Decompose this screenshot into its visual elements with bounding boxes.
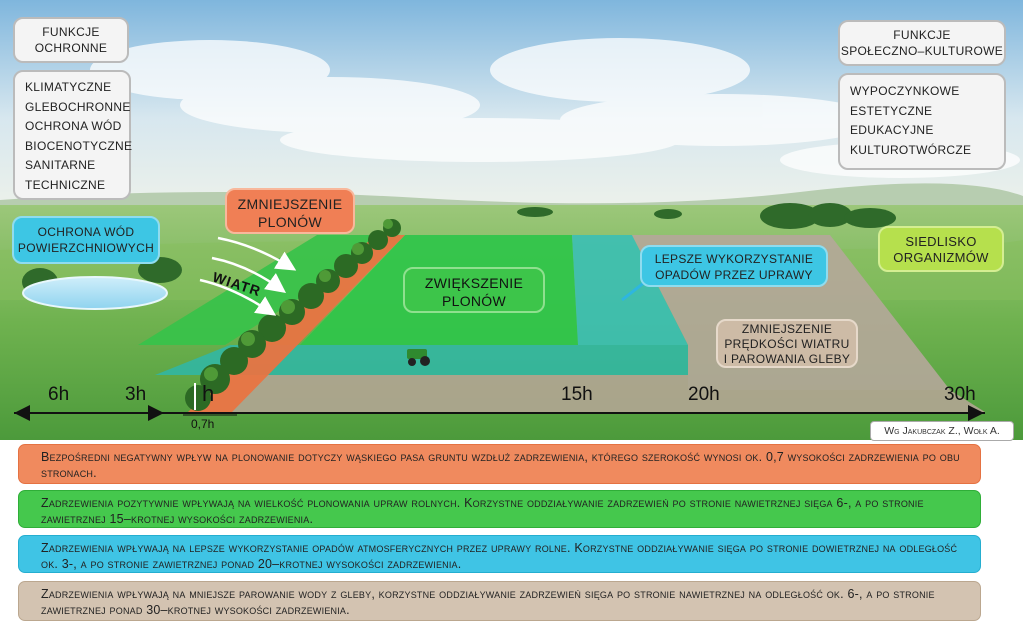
yield-decrease-label: ZMNIEJSZENIE PLONÓW <box>225 188 355 234</box>
note-yield-increase: Zadrzewienia pozytywnie wpływają na wiel… <box>18 490 981 528</box>
list-item: GLEBOCHRONNE <box>25 99 131 114</box>
yield-increase-label: ZWIĘKSZENIE PLONÓW <box>403 267 545 313</box>
list-item: OCHRONA WÓD <box>25 119 122 133</box>
list-item: ESTETYCZNE <box>850 103 933 118</box>
list-item: WYPOCZYNKOWE <box>850 84 960 98</box>
pond <box>22 276 168 310</box>
wind-reduction-label: ZMNIEJSZENIE PRĘDKOŚCI WIATRU I PAROWANI… <box>716 319 858 368</box>
axis-sub-mark: 0,7h <box>191 417 215 431</box>
habitat-label: SIEDLISKO ORGANIZMÓW <box>878 226 1004 272</box>
list-item: SANITARNE <box>25 158 96 172</box>
rainfall-use-label: LEPSZE WYKORZYSTANIE OPADÓW PRZEZ UPRAWY <box>640 245 828 287</box>
social-functions-list: WYPOCZYNKOWE ESTETYCZNE EDUKACYJNE KULTU… <box>838 73 1006 170</box>
tractor-icon <box>407 349 430 366</box>
note-yield-decrease: Bezpośredni negatywny wpływ na plonowani… <box>18 444 981 484</box>
credit-label: Wg Jakubczak Z., Wołk A. <box>870 421 1014 441</box>
field-lower-tan <box>200 375 985 412</box>
axis-mark-6h: 6h <box>48 384 70 405</box>
axis-mark-20h: 20h <box>688 384 720 405</box>
protective-functions-title: FUNKCJE OCHRONNE <box>13 17 129 63</box>
list-item: EDUKACYJNE <box>850 123 934 137</box>
social-functions-title: FUNKCJE SPOŁECZNO–KULTUROWE <box>838 20 1006 66</box>
list-item: BIOCENOTYCZNE <box>25 138 133 153</box>
axis-mark-30h: 30h <box>944 384 976 405</box>
list-item: TECHNICZNE <box>25 177 106 192</box>
note-rainfall: Zadrzewienia wpływają na lepsze wykorzys… <box>18 535 981 573</box>
note-evaporation: Zadrzewienia wpływają na mniejsze parowa… <box>18 581 981 621</box>
axis-mark-h: h <box>202 381 215 406</box>
list-item: KLIMATYCZNE <box>25 80 112 94</box>
list-item: KULTUROTWÓRCZE <box>850 142 972 157</box>
axis-mark-3h: 3h <box>125 384 147 405</box>
water-protection-label: OCHRONA WÓD POWIERZCHNIOWYCH <box>12 216 160 264</box>
field-rainfall-zone <box>572 235 688 345</box>
protective-functions-list: KLIMATYCZNE GLEBOCHRONNE OCHRONA WÓD BIO… <box>13 70 133 200</box>
tree-belt-highlight <box>204 219 393 381</box>
axis-mark-15h: 15h <box>561 384 593 405</box>
wind-arrows <box>199 236 297 316</box>
